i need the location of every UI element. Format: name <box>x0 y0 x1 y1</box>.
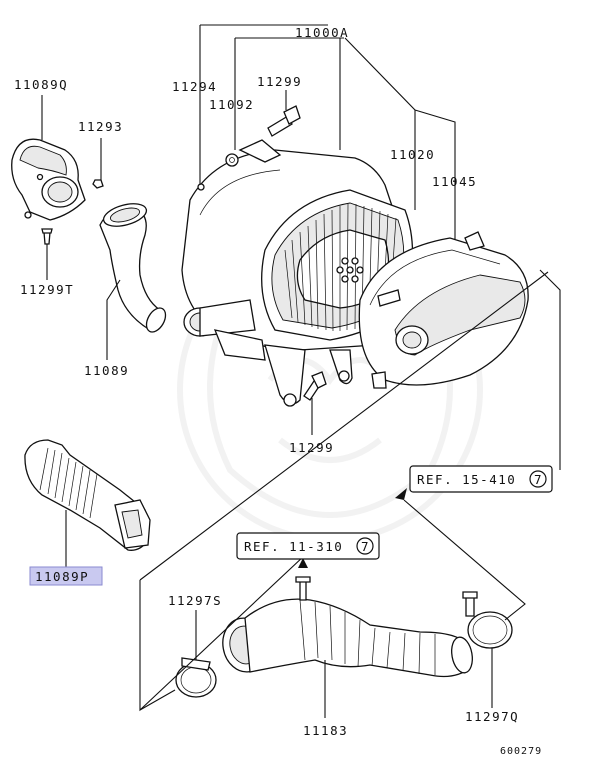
ref-arrow-1 <box>395 488 407 500</box>
hose-11183 <box>222 576 473 678</box>
label-11299-top[interactable]: 11299 <box>257 74 302 89</box>
ref-text: REF. 11-310 <box>244 539 343 554</box>
bolt-11299-top <box>267 105 301 137</box>
label-11299-bottom[interactable]: 11299 <box>289 440 334 455</box>
label-11089q[interactable]: 11089Q <box>14 77 68 92</box>
label-11092[interactable]: 11092 <box>209 97 254 112</box>
air-cleaner-cover <box>358 231 529 389</box>
label-11089p[interactable]: 11089P <box>35 569 89 584</box>
duct-adapter-11089q <box>11 138 86 221</box>
clip-11294 <box>197 183 205 191</box>
label-11089[interactable]: 11089 <box>84 363 129 378</box>
part-labels: 11000A 11294 11299 11092 11020 11045 110… <box>14 25 542 757</box>
label-11297q[interactable]: 11297Q <box>465 709 519 724</box>
label-11000a[interactable]: 11000A <box>295 25 349 40</box>
label-11045[interactable]: 11045 <box>432 174 477 189</box>
label-11183[interactable]: 11183 <box>303 723 348 738</box>
ref-arrow-2 <box>298 558 308 568</box>
label-11293[interactable]: 11293 <box>78 119 123 134</box>
leader-lines <box>41 24 561 718</box>
hose-11089 <box>99 203 167 333</box>
clamp-11297q <box>462 591 513 649</box>
label-11297s[interactable]: 11297S <box>168 593 222 608</box>
ref-text: REF. 15-410 <box>417 472 516 487</box>
ref-circle-num: 7 <box>534 472 543 487</box>
label-11299t[interactable]: 11299T <box>20 282 74 297</box>
ref-box-15-410[interactable]: REF. 15-410 7 <box>409 465 553 493</box>
label-11020[interactable]: 11020 <box>390 147 435 162</box>
ref-box-11-310[interactable]: REF. 11-310 7 <box>236 532 380 560</box>
bolt-11299-bottom <box>303 371 327 401</box>
diagram-id: 600279 <box>500 746 542 757</box>
highlight-11089p <box>29 566 103 586</box>
screw-11299t <box>41 228 53 245</box>
clamp-11297s <box>175 657 217 698</box>
ref-circle-num: 7 <box>361 539 370 554</box>
nut-11293 <box>92 179 104 189</box>
filter-center-holes <box>336 257 364 283</box>
label-11294[interactable]: 11294 <box>172 79 217 94</box>
nut-11092 <box>225 153 239 167</box>
hose-11089p <box>24 439 151 551</box>
